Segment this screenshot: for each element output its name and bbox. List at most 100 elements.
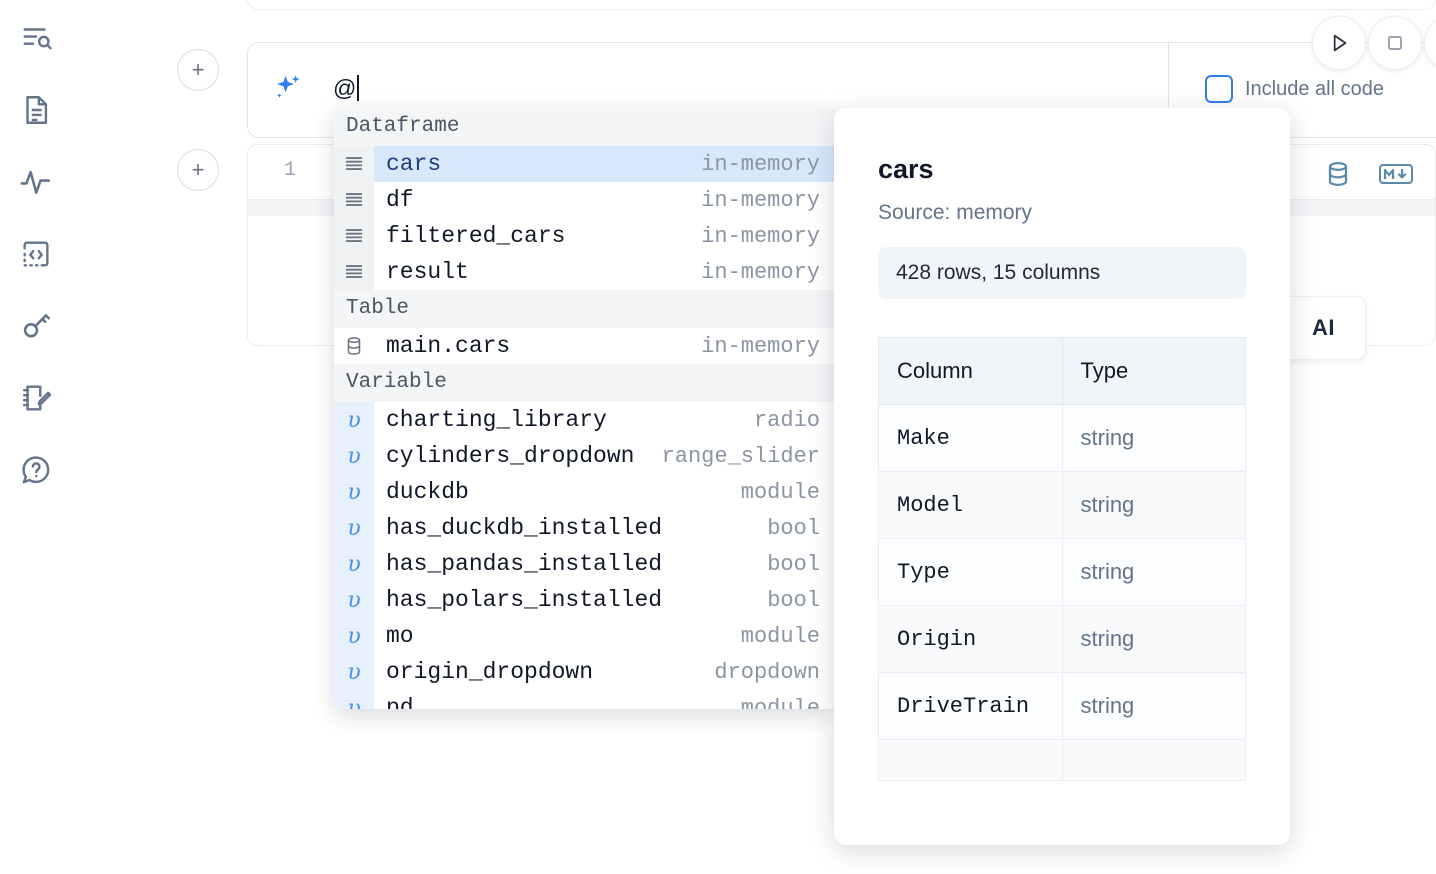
autocomplete-item[interactable]: cars in-memory: [334, 146, 834, 182]
autocomplete-item-type: in-memory: [701, 333, 820, 359]
variable-icon: υ: [334, 654, 374, 690]
detail-title: cars: [878, 154, 934, 184]
variable-icon: υ: [334, 618, 374, 654]
table-row: [878, 739, 1246, 781]
add-cell-below-button[interactable]: +: [177, 149, 219, 191]
autocomplete-item-type: module: [740, 695, 820, 710]
autocomplete-item-label: has_pandas_installed: [386, 551, 663, 577]
autocomplete-item-label: df: [386, 187, 414, 213]
dataframe-icon: [334, 182, 374, 218]
variable-icon: υ: [334, 546, 374, 582]
autocomplete-item-label: duckdb: [386, 479, 469, 505]
column-type-cell: string: [1061, 471, 1246, 539]
key-icon[interactable]: [14, 304, 58, 348]
include-all-code-label: Include all code: [1245, 77, 1384, 100]
autocomplete-item-label: cylinders_dropdown: [386, 443, 635, 469]
column-name-cell: [878, 739, 1063, 781]
document-icon[interactable]: [14, 88, 58, 132]
code-snippet-icon[interactable]: [14, 232, 58, 276]
explore-files-icon[interactable]: [14, 16, 58, 60]
autocomplete-item-type: module: [740, 479, 820, 505]
ai-prompt-input[interactable]: @: [333, 71, 360, 105]
autocomplete-item-type: radio: [753, 407, 820, 433]
left-icon-rail: [0, 0, 72, 874]
autocomplete-item[interactable]: υ has_pandas_installed bool: [334, 546, 834, 582]
autocomplete-dropdown[interactable]: Dataframe cars in-memory df in-memory filtere…: [334, 108, 834, 709]
autocomplete-item-type: in-memory: [701, 151, 820, 177]
column-name-cell: Origin: [878, 605, 1063, 673]
autocomplete-list[interactable]: Dataframe cars in-memory df in-memory filtere…: [334, 108, 834, 709]
autocomplete-item-type: module: [740, 623, 820, 649]
column-type-cell: string: [1061, 672, 1246, 740]
column-name-cell: Model: [878, 471, 1063, 539]
cell-toolbar: [1323, 159, 1413, 194]
include-all-code-checkbox[interactable]: [1205, 75, 1233, 103]
run-button[interactable]: [1312, 16, 1366, 70]
dataframe-icon: [334, 254, 374, 290]
column-type-cell: string: [1061, 605, 1246, 673]
autocomplete-item-label: pd: [386, 695, 414, 709]
autocomplete-item-type: in-memory: [701, 187, 820, 213]
column-name-cell: DriveTrain: [878, 672, 1063, 740]
table-icon: [334, 328, 374, 364]
column-name-cell: Make: [878, 404, 1063, 472]
variable-icon: υ: [334, 438, 374, 474]
dataframe-icon: [334, 218, 374, 254]
dataframe-icon: [334, 146, 374, 182]
autocomplete-item-label: has_duckdb_installed: [386, 515, 663, 541]
variable-icon: υ: [334, 582, 374, 618]
stop-button[interactable]: [1368, 16, 1422, 70]
autocomplete-item-label: cars: [386, 151, 442, 177]
detail-source: Source: memory: [878, 201, 1033, 224]
autocomplete-item-type: range_slider: [661, 443, 820, 469]
variable-icon: υ: [334, 402, 374, 438]
include-all-code-row[interactable]: Include all code: [1205, 75, 1384, 103]
help-icon[interactable]: [14, 448, 58, 492]
autocomplete-item[interactable]: result in-memory: [334, 254, 834, 290]
completion-detail-panel: cars Source: memory 428 rows, 15 columns…: [834, 108, 1290, 845]
column-type-cell: [1061, 739, 1246, 781]
autocomplete-item-type: bool: [767, 551, 820, 577]
autocomplete-item[interactable]: df in-memory: [334, 182, 834, 218]
variable-icon: υ: [334, 690, 374, 709]
markdown-icon[interactable]: [1379, 162, 1413, 191]
activity-icon[interactable]: [14, 160, 58, 204]
detail-stats-badge: 428 rows, 15 columns: [878, 247, 1246, 299]
scratchpad-icon[interactable]: [14, 376, 58, 420]
autocomplete-group-header: Dataframe: [334, 108, 834, 146]
table-column-header: Type: [1061, 337, 1246, 405]
text-caret: [357, 75, 360, 101]
autocomplete-item[interactable]: υ has_duckdb_installed bool: [334, 510, 834, 546]
autocomplete-item-type: bool: [767, 515, 820, 541]
table-column-header: Column: [878, 337, 1063, 405]
autocomplete-item-label: filtered_cars: [386, 223, 566, 249]
autocomplete-item[interactable]: υ cylinders_dropdown range_slider: [334, 438, 834, 474]
add-cell-above-button[interactable]: +: [177, 49, 219, 91]
sparkle-icon: [270, 71, 304, 105]
autocomplete-item-label: result: [386, 259, 469, 285]
variable-icon: υ: [334, 474, 374, 510]
database-icon[interactable]: [1323, 159, 1353, 194]
variable-icon: υ: [334, 510, 374, 546]
previous-cell-edge: [247, 0, 1436, 10]
column-type-cell: string: [1061, 538, 1246, 606]
autocomplete-item-type: bool: [767, 587, 820, 613]
column-name-cell: Type: [878, 538, 1063, 606]
autocomplete-group-header: Variable: [334, 364, 834, 402]
autocomplete-item-type: in-memory: [701, 259, 820, 285]
